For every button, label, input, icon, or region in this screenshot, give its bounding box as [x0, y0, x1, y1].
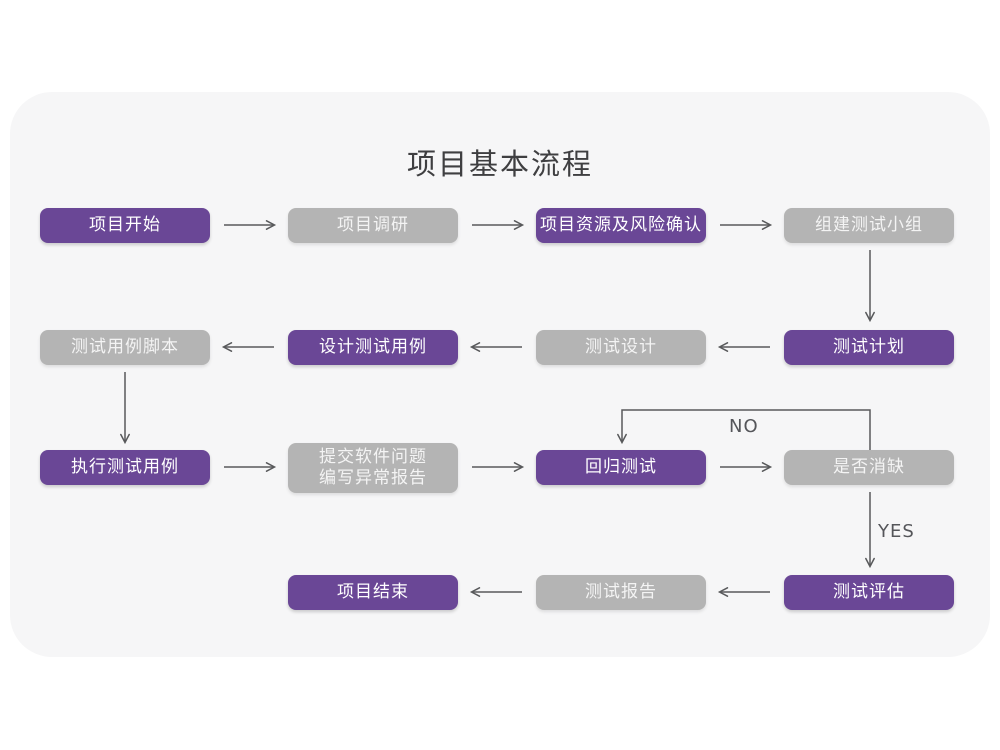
flow-node-test-report: 测试报告 — [536, 575, 706, 610]
flow-node-test-design: 测试设计 — [536, 330, 706, 365]
flow-node-project-resources-risk: 项目资源及风险确认 — [536, 208, 706, 243]
flow-node-regression-test: 回归测试 — [536, 450, 706, 485]
flow-node-project-start: 项目开始 — [40, 208, 210, 243]
flow-node-submit-issues-write-report: 提交软件问题 编写异常报告 — [288, 443, 458, 493]
flow-node-test-plan: 测试计划 — [784, 330, 954, 365]
flow-node-build-test-team: 组建测试小组 — [784, 208, 954, 243]
flow-node-execute-test-cases: 执行测试用例 — [40, 450, 210, 485]
edge-label-no: NO — [729, 416, 759, 437]
flow-node-test-case-script: 测试用例脚本 — [40, 330, 210, 365]
flow-node-defect-cleared: 是否消缺 — [784, 450, 954, 485]
flow-node-project-research: 项目调研 — [288, 208, 458, 243]
flowchart-card — [10, 92, 990, 657]
diagram-title: 项目基本流程 — [406, 147, 593, 181]
flow-node-project-end: 项目结束 — [288, 575, 458, 610]
edge-label-yes: YES — [878, 521, 915, 542]
flow-node-test-evaluation: 测试评估 — [784, 575, 954, 610]
flow-node-design-test-cases: 设计测试用例 — [288, 330, 458, 365]
